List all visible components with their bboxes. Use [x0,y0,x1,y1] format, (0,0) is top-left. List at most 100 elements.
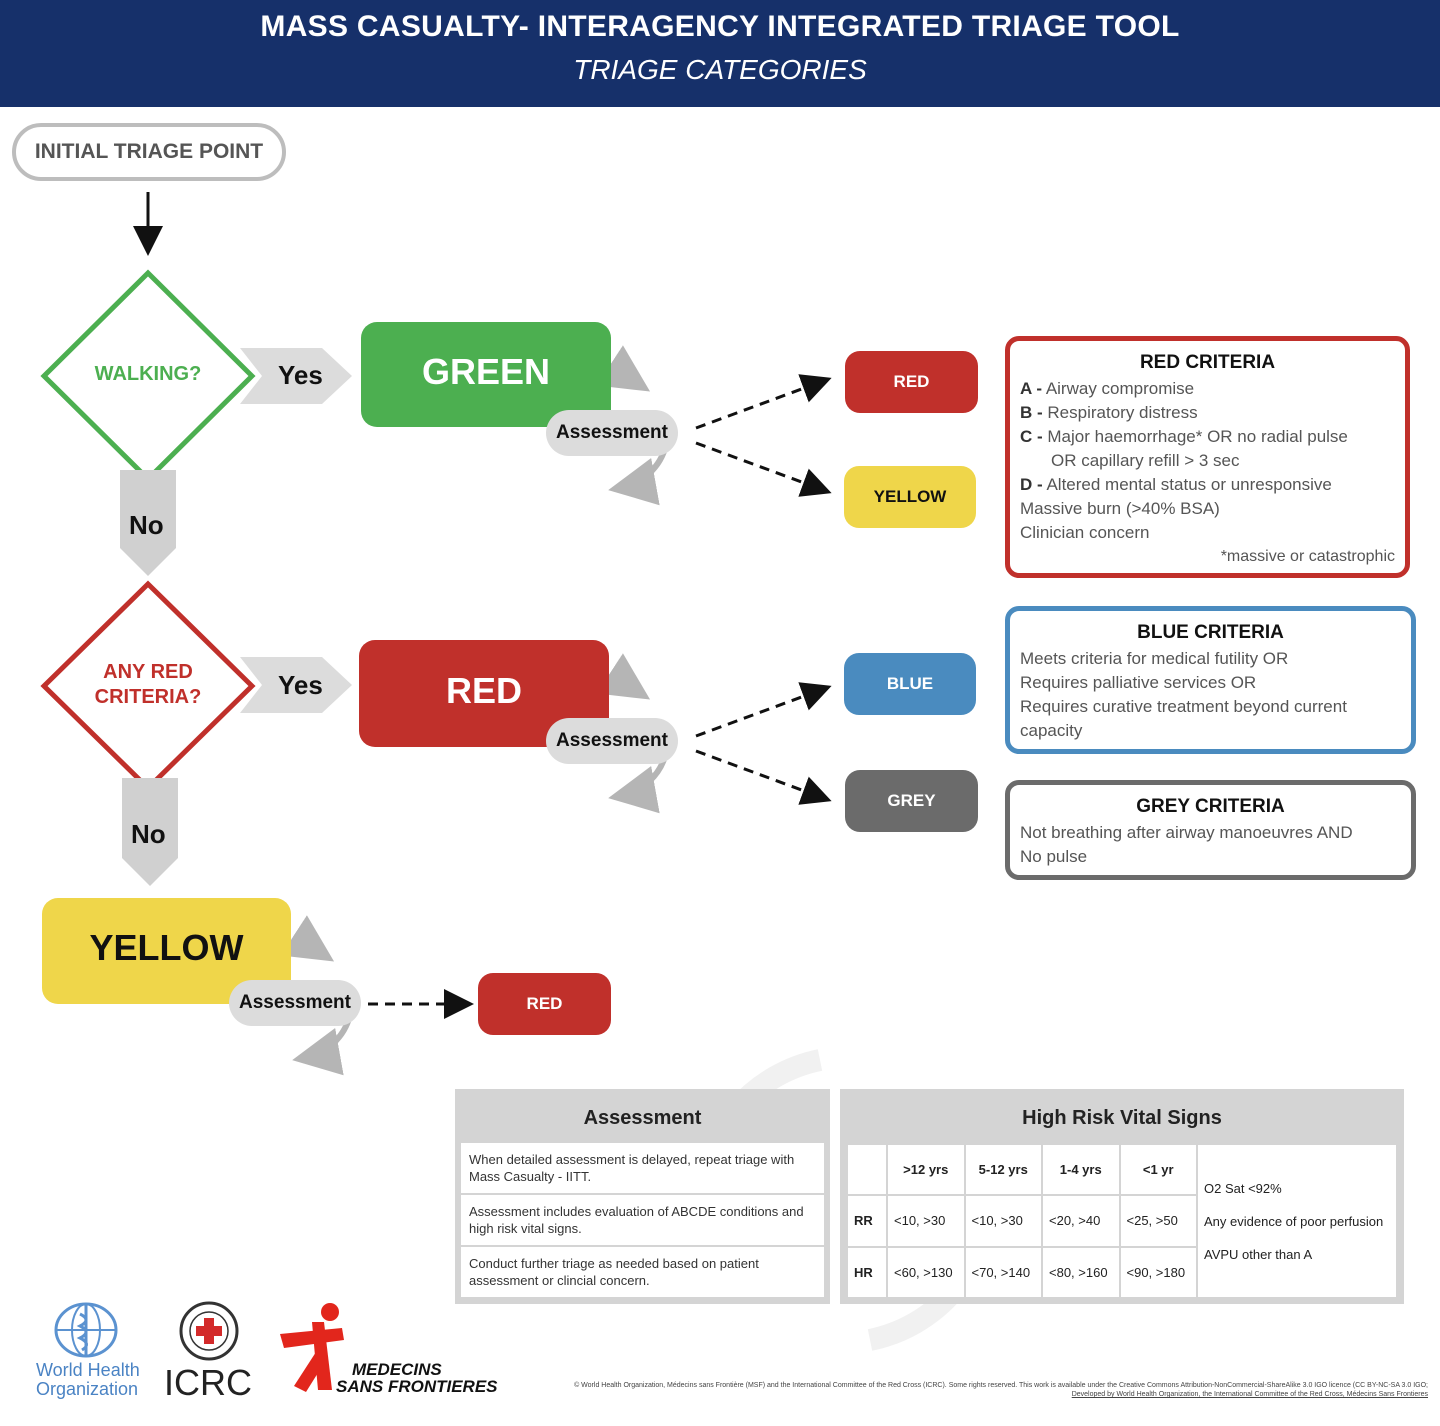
walking-question: WALKING? [94,363,202,385]
blue-criteria-line3: Requires curative treatment beyond curre… [1020,697,1347,740]
red-criteria-burn: Massive burn (>40% BSA) [1020,499,1220,518]
copyright-line1: © World Health Organization, Médecins sa… [574,1382,1428,1389]
red-criteria-title: RED CRITERIA [1139,352,1276,373]
vital-signs-cell: <60, >130 [888,1247,964,1297]
red-criteria-item-a: A - Airway compromise [1020,377,1395,401]
red-criteria-clinician: Clinician concern [1020,523,1150,542]
red-criteria-question-line2: CRITERIA? [94,686,202,708]
blue-criteria-title: BLUE CRITERIA [1137,622,1284,643]
vital-signs-table: >12 yrs 5-12 yrs 1-4 yrs <1 yr O2 Sat <9… [846,1143,1398,1299]
who-logo-line1: World Health [36,1360,140,1380]
initial-triage-point: INITIAL TRIAGE POINT [12,123,286,181]
outcome-yellow-from-green: YELLOW [844,466,976,528]
no-chevron-2 [122,778,178,886]
vital-signs-corner [848,1145,886,1195]
assessment-pill-yellow: Assessment [229,980,361,1026]
page-subtitle: TRIAGE CATEGORIES [573,54,867,85]
vital-signs-panel: High Risk Vital Signs >12 yrs 5-12 yrs 1… [840,1089,1404,1304]
grey-criteria-box: GREY CRITERIA Not breathing after airway… [1005,780,1416,880]
grey-criteria-line2: No pulse [1020,847,1088,866]
outcome-red-from-yellow: RED [478,973,611,1035]
no-chevron-1 [120,470,176,576]
red-criteria-question-line1: ANY RED [103,661,193,683]
yellow-category-label: YELLOW [89,927,244,968]
assessment-pill-red: Assessment [546,718,678,764]
msf-running-man-icon [280,1303,344,1392]
vital-signs-notes: O2 Sat <92% Any evidence of poor perfusi… [1198,1145,1396,1297]
yes-chevron-2 [240,657,352,713]
red-criteria-question: ANY RED CRITERIA? [60,660,236,710]
copyright-line2: Developed by World Health Organization, … [1071,1391,1428,1398]
vital-signs-cell: <10, >30 [888,1196,964,1246]
red-criteria-key-c: C - [1020,427,1043,446]
assessment-row-2: Assessment includes evaluation of ABCDE … [461,1195,824,1245]
vital-signs-header-row: >12 yrs 5-12 yrs 1-4 yrs <1 yr O2 Sat <9… [848,1145,1396,1297]
assessment-row-1: When detailed assessment is delayed, rep… [461,1143,824,1193]
vital-signs-cell: <10, >30 [965,1196,1041,1246]
red-criteria-text-b: Respiratory distress [1042,403,1198,422]
blue-criteria-line2: Requires palliative services OR [1020,673,1257,692]
red-category-label: RED [445,669,522,711]
icrc-emblem-icon [179,1301,239,1361]
vital-signs-cell: <80, >160 [1043,1247,1119,1297]
grey-criteria-title: GREY CRITERIA [1136,796,1285,817]
red-criteria-item-b: B - Respiratory distress [1020,401,1395,425]
vital-signs-cell: <20, >40 [1043,1196,1119,1246]
blue-criteria-box: BLUE CRITERIA Meets criteria for medical… [1005,606,1416,754]
vital-signs-header: >12 yrs [888,1145,964,1195]
copyright-footer: © World Health Organization, Médecins sa… [568,1381,1428,1399]
outcome-grey-from-red: GREY [845,770,978,832]
assessment-panel: Assessment When detailed assessment is d… [455,1089,830,1304]
no-label-2: No [131,819,166,849]
vital-signs-cell: <90, >180 [1120,1247,1196,1297]
assessment-row-3: Conduct further triage as needed based o… [461,1247,824,1297]
vital-signs-row-label: HR [848,1247,886,1297]
outcome-red-from-green: RED [845,351,978,413]
red-criteria-text-d: Altered mental status or unresponsive [1042,475,1332,494]
who-emblem-icon [54,1302,118,1358]
vital-signs-header: <1 yr [1120,1145,1196,1195]
vital-signs-header: 5-12 yrs [965,1145,1041,1195]
icrc-logo-text: ICRC [164,1362,252,1403]
who-logo-text: World Health Organization [36,1361,146,1399]
red-criteria-item-c2: OR capillary refill > 3 sec [1051,451,1240,470]
vital-signs-row-label: RR [848,1196,886,1246]
msf-logo-line1: MEDECINS [352,1360,442,1379]
red-criteria-key-d: D - [1020,475,1043,494]
dashed-arrow-to-grey [695,749,832,805]
assessment-panel-title: Assessment [583,1107,702,1129]
header-banner: MASS CASUALTY- INTERAGENCY INTEGRATED TR… [0,0,1440,107]
assessment-pill-green: Assessment [546,410,678,456]
page-title: MASS CASUALTY- INTERAGENCY INTEGRATED TR… [260,10,1180,43]
vital-signs-note-perfusion: Any evidence of poor perfusion [1204,1213,1384,1229]
red-criteria-footnote: *massive or catastrophic [1220,548,1395,565]
outcome-blue-from-red: BLUE [844,653,976,715]
dashed-arrow-to-blue [695,682,832,738]
vital-signs-note-o2: O2 Sat <92% [1204,1180,1282,1196]
vital-signs-row-hr: HR <60, >130 <70, >140 <80, >160 <90, >1… [848,1247,1396,1297]
blue-criteria-line1: Meets criteria for medical futility OR [1020,649,1289,668]
yes-label-1: Yes [278,360,323,390]
yes-chevron-1 [240,348,352,404]
vital-signs-cell: <70, >140 [965,1247,1041,1297]
green-category-box: GREEN [361,322,611,427]
red-criteria-box: RED CRITERIA A - Airway compromise B - R… [1005,336,1410,578]
red-criteria-key-a: A - [1020,379,1043,398]
vital-signs-cell: <25, >50 [1120,1196,1196,1246]
red-criteria-text-c: Major haemorrhage* OR no radial pulse [1042,427,1348,446]
red-criteria-item-c: C - Major haemorrhage* OR no radial puls… [1020,425,1395,449]
vital-signs-title: High Risk Vital Signs [1022,1107,1222,1129]
grey-criteria-line1: Not breathing after airway manoeuvres AN… [1020,823,1353,842]
msf-logo-line2: SANS FRONTIERES [336,1377,498,1396]
green-category-label: GREEN [421,350,551,392]
dashed-arrow-to-yellow [695,441,832,497]
red-criteria-key-b: B - [1020,403,1043,422]
no-label-1: No [129,510,164,540]
vital-signs-header: 1-4 yrs [1043,1145,1119,1195]
red-criteria-text-a: Airway compromise [1042,379,1195,398]
red-criteria-item-d: D - Altered mental status or unresponsiv… [1020,473,1395,497]
vital-signs-row-rr: RR <10, >30 <10, >30 <20, >40 <25, >50 [848,1196,1396,1246]
dashed-arrow-to-red [695,374,832,430]
who-logo-line2: Organization [36,1379,139,1399]
yes-label-2: Yes [278,670,323,700]
